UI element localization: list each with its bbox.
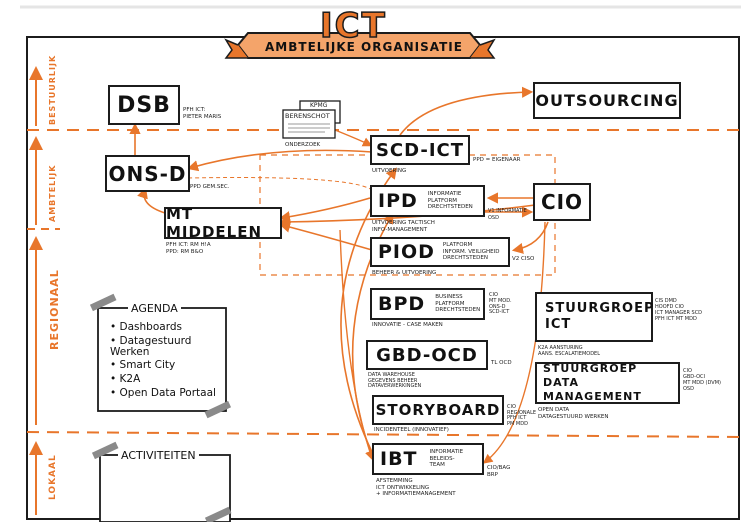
- node-mt-middelen-label: MT MIDDELEN: [166, 205, 263, 241]
- node-piod-label: PIOD: [378, 241, 435, 263]
- node-dsb[interactable]: DSB: [108, 85, 180, 125]
- node-stuurgroep-dm[interactable]: STUURGROEP DATA MANAGEMENT: [535, 362, 680, 404]
- node-scd-ict-label: SCD-ICT: [375, 139, 465, 161]
- agenda-item-4: • Open Data Portaal: [110, 387, 216, 399]
- node-ipd-label: IPD: [378, 190, 418, 212]
- arrow-cio-piod: [511, 221, 549, 254]
- kpmg-label: KPMG: [310, 102, 328, 109]
- node-ipd-note: UITVOERING TACTISCH INFO-MANAGEMENT: [372, 220, 435, 233]
- activiteiten-board: [99, 454, 231, 522]
- node-bpd-title: BUSINESS PLATFORM DRECHTSTEDEN: [435, 294, 481, 314]
- node-stuurgroep-ict-note: K2A AANSTURING AANS. ESCALATIEMODEL: [538, 345, 600, 357]
- node-storyboard-label: STORYBOARD: [375, 401, 501, 419]
- node-cio[interactable]: CIO: [533, 183, 591, 221]
- node-gbd-ocd-side: TL OCD: [491, 360, 512, 366]
- banner-title: ICT: [319, 5, 387, 47]
- agenda-item-1-text: Datagestuurd Werken: [110, 335, 192, 358]
- lane-label-lokaal: LOKAAL: [48, 454, 58, 500]
- activiteiten-tape: [91, 441, 119, 460]
- arrow-ons-mt-dashed: [187, 177, 373, 191]
- node-ipd[interactable]: IPD INFORMATIE PLATFORM DRECHTSTEDEN: [370, 185, 485, 217]
- node-dsb-note: PFH ICT: PIETER MARIS: [183, 107, 222, 120]
- arrow-piod-mt: [278, 221, 373, 251]
- node-storyboard-side: CIO REGIONALE PFH ICT PM MDD: [507, 404, 537, 427]
- arrow-scd-ons: [186, 149, 373, 172]
- node-stuurgroep-ict[interactable]: STUURGROEP ICT: [535, 292, 655, 342]
- arrow-mt-ibt: [339, 229, 375, 461]
- agenda-item-4-text: Open Data Portaal: [119, 387, 216, 399]
- agenda-item-0-text: Dashboards: [119, 321, 182, 333]
- node-stuurgroep-dm-side: CIO GBD-OCI MT MDD (DVM) OSD: [683, 368, 721, 392]
- activiteiten-tape-bottom: [204, 506, 232, 522]
- berenschot-label: BERENSCHOT: [285, 112, 330, 120]
- node-piod[interactable]: PIOD PLATFORM INFORM. VEILIGHEID DRECHTS…: [370, 237, 510, 267]
- node-bpd-side: CIO MT MOD. ONS-D SCD-ICT: [489, 292, 512, 316]
- node-piod-title: PLATFORM INFORM. VEILIGHEID DRECHTSTEDEN: [442, 242, 500, 262]
- node-ibt-label: IBT: [380, 448, 418, 470]
- node-scd-ict-note-right: PPD = EIGENAAR: [473, 157, 521, 163]
- banner-subtitle: AMBTELIJKE ORGANISATIE: [265, 40, 463, 54]
- activiteiten-title: ACTIVITEITEN: [118, 450, 199, 461]
- agenda-board: [97, 307, 227, 412]
- node-stuurgroep-ict-side: CIS DMD HOOFD CIO ICT MANAGER SCD PFH IC…: [655, 298, 703, 322]
- node-mt-middelen[interactable]: MT MIDDELEN: [164, 205, 282, 241]
- arrow-scd-outsourcing: [399, 86, 534, 136]
- node-ons-d[interactable]: ONS-D: [105, 155, 190, 192]
- node-scd-ict[interactable]: SCD-ICT: [370, 135, 470, 165]
- node-storyboard-note: INCIDENTEEL (INNOVATIEF): [374, 427, 449, 433]
- agenda-item-0: • Dashboards: [110, 321, 182, 333]
- berenschot-note: ONDERZOEK: [285, 142, 321, 148]
- agenda-tape-top: [89, 293, 117, 312]
- agenda-tape-bottom: [204, 400, 232, 419]
- node-ons-d-label: ONS-D: [108, 161, 187, 186]
- lane-label-bestuurlijk: BESTUURLIJK: [48, 54, 57, 125]
- node-outsourcing-label: OUTSOURCING: [535, 91, 679, 110]
- arrow-mt-ons: [137, 186, 166, 214]
- node-mt-middelen-note: PFH ICT: RM H!A PPD: RM B&O: [166, 242, 211, 255]
- agenda-title: AGENDA: [128, 303, 181, 314]
- node-stuurgroep-dm-label: STUURGROEP DATA MANAGEMENT: [543, 362, 642, 403]
- node-ons-d-note: PPD GEM.SEC.: [190, 184, 230, 190]
- node-ibt-title: INFORMATIE BELEIDS- TEAM: [429, 449, 464, 469]
- node-piod-link-note: V2 CISO: [512, 256, 535, 262]
- node-gbd-ocd[interactable]: GBD-OCD: [366, 340, 488, 370]
- node-piod-note: BEHEER & UITVOERING: [372, 270, 437, 276]
- arrow-cio-ibt: [482, 221, 546, 464]
- arrow-ipd-mt: [278, 197, 371, 223]
- node-gbd-ocd-note: DATA WAREHOUSE GEGEVENS BEHEER DATAVERWE…: [368, 372, 422, 390]
- node-outsourcing[interactable]: OUTSOURCING: [533, 82, 681, 119]
- agenda-item-1: • Datagestuurd Werken: [110, 335, 192, 358]
- node-ibt[interactable]: IBT INFORMATIE BELEIDS- TEAM: [372, 443, 484, 475]
- agenda-item-3: • K2A: [110, 373, 141, 385]
- lane-label-regionaal: REGIONAAL: [48, 269, 61, 350]
- node-bpd[interactable]: BPD BUSINESS PLATFORM DRECHTSTEDEN: [370, 288, 485, 320]
- lane-label-ambtelijk: AMBTELIJK: [48, 164, 57, 222]
- agenda-item-2: • Smart City: [110, 359, 176, 371]
- node-bpd-label: BPD: [378, 293, 426, 315]
- node-dsb-label: DSB: [117, 92, 171, 118]
- node-ipd-link-note: V1 INFORMATIE OSD: [488, 208, 527, 221]
- node-ipd-title: INFORMATIE PLATFORM DRECHTSTEDEN: [427, 191, 473, 211]
- node-scd-ict-note-below: UITVOERING: [372, 168, 407, 174]
- banner-fold-right: [470, 38, 496, 59]
- node-storyboard[interactable]: STORYBOARD: [372, 395, 504, 425]
- agenda-item-2-text: Smart City: [119, 359, 176, 371]
- agenda-item-3-text: K2A: [119, 373, 141, 385]
- node-stuurgroep-dm-note: OPEN DATA DATAGESTUURD WERKEN: [538, 407, 609, 420]
- node-bpd-note: INNOVATIE - CASE MAKEN: [372, 322, 443, 328]
- banner-fold-left: [224, 38, 248, 59]
- node-ibt-note: AFSTEMMING ICT ONTWIKKELING + INFORMATIE…: [376, 478, 456, 497]
- node-gbd-ocd-label: GBD-OCD: [376, 344, 478, 366]
- node-stuurgroep-ict-label: STUURGROEP ICT: [545, 301, 655, 332]
- node-cio-label: CIO: [540, 190, 584, 214]
- node-ibt-side: CIO/BAG BRP: [487, 465, 511, 478]
